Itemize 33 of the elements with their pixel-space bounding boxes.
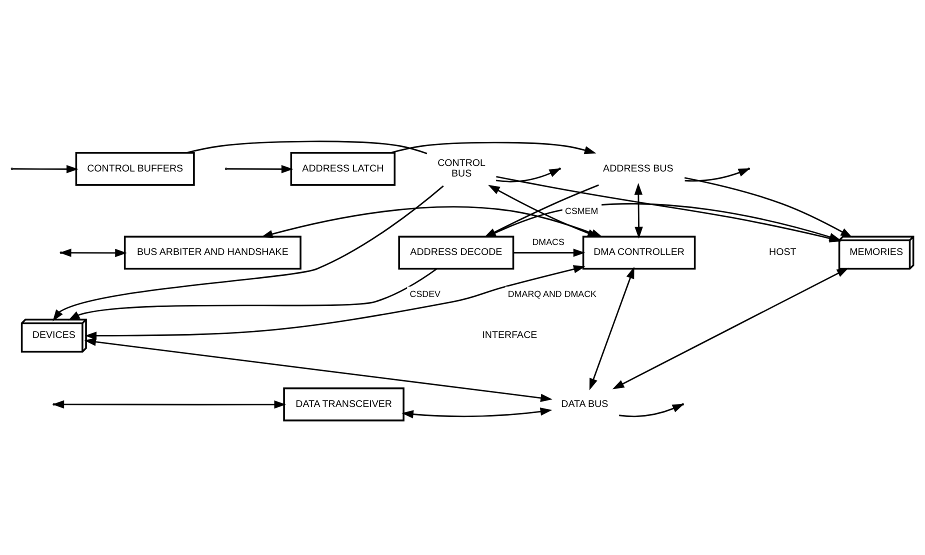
arrow [226, 164, 294, 173]
edge-label: DMARQ AND DMACK [508, 288, 597, 298]
arrow [619, 403, 684, 417]
arrow [684, 176, 852, 238]
connector [186, 140, 428, 154]
node-box: ADDRESS DECODE [398, 235, 514, 270]
arrow [68, 268, 437, 320]
arrow [52, 400, 286, 408]
arrow [402, 407, 552, 418]
arrow [84, 337, 552, 402]
arrow [612, 267, 849, 389]
node-box: BUS ARBITER AND HANDSHAKE [124, 235, 302, 270]
edge-label: CSDEV [410, 288, 440, 298]
label: HOST [769, 246, 796, 258]
arrow [634, 182, 643, 238]
label: INTERFACE [482, 330, 538, 341]
arrow [12, 164, 78, 173]
node-box: DATA TRANSCEIVER [283, 386, 404, 421]
node-text: ADDRESS BUS [603, 162, 674, 174]
arrow [589, 266, 634, 390]
arrow [684, 168, 750, 182]
arrow [513, 248, 586, 256]
node-text: CONTROL BUS [438, 158, 486, 180]
node-box: CONTROL BUFFERS [75, 151, 195, 186]
node-box: DMA CONTROLLER [582, 235, 696, 270]
node-text: DATA BUS [561, 398, 608, 410]
edge-label: DMACS [532, 236, 564, 247]
arrow [84, 264, 586, 340]
arrow [496, 168, 562, 182]
arrow [59, 248, 127, 257]
arrow [390, 141, 596, 154]
edge-label: CSMEM [565, 205, 598, 216]
node-box: ADDRESS LATCH [290, 151, 396, 186]
